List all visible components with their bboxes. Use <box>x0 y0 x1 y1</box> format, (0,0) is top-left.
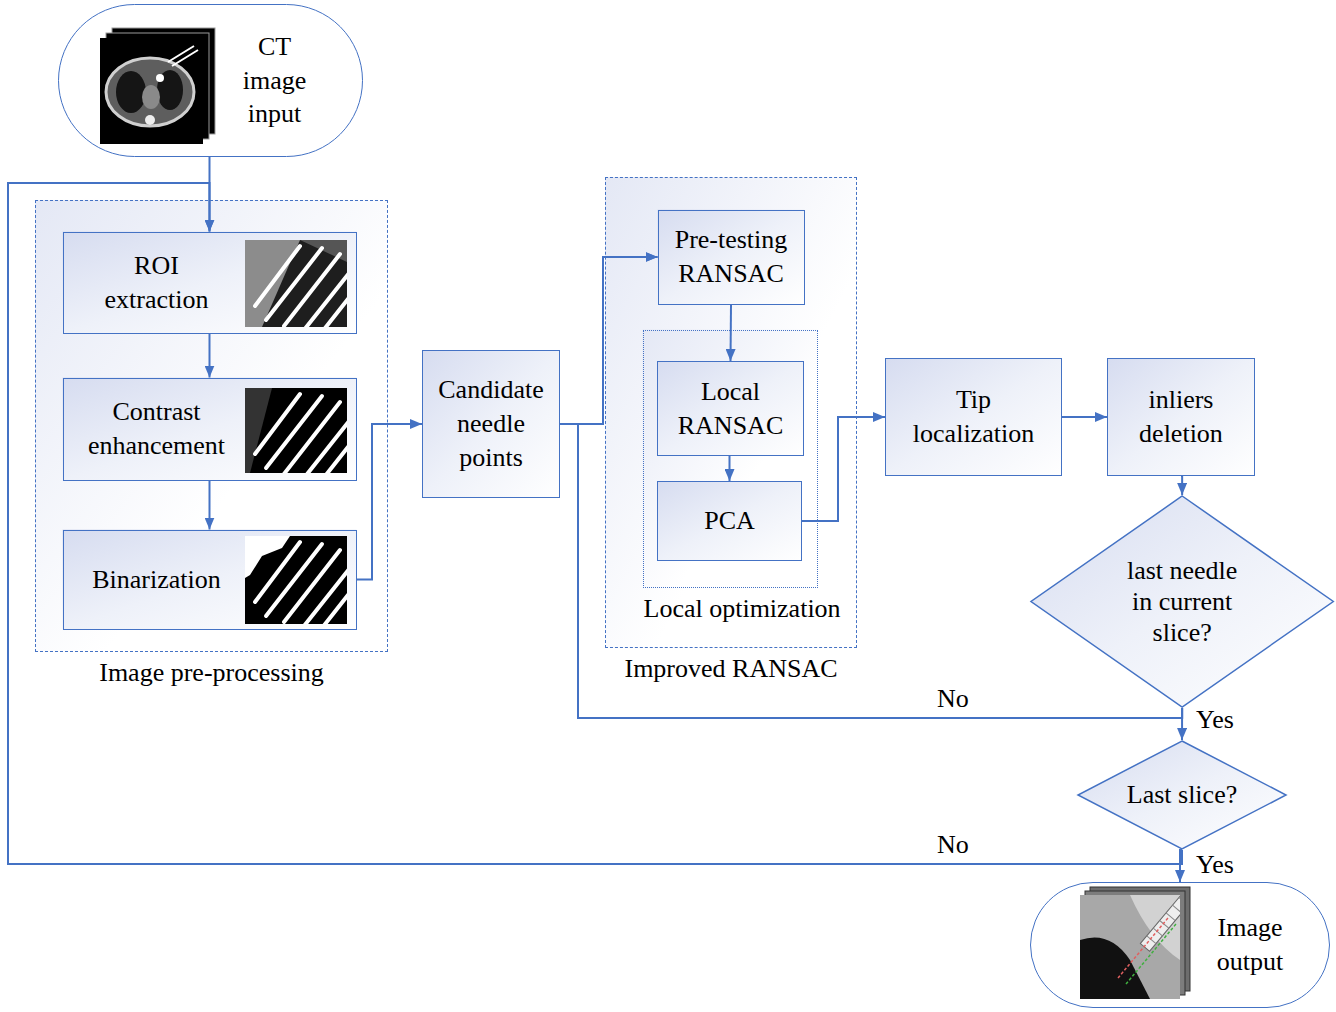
node-text: inliers deletion <box>1119 383 1244 451</box>
process-box: inliers deletion <box>1107 358 1255 476</box>
edge-label-holder: Yes <box>1194 707 1236 733</box>
process-box: Tip localization <box>885 358 1062 476</box>
node-text: Local RANSAC <box>667 375 795 443</box>
node-text: Candidate needle points <box>434 373 548 474</box>
flow-arrow <box>1062 416 1107 418</box>
process-box: Pre-testing RANSAC <box>658 210 805 305</box>
roi-thumbnail <box>245 240 347 327</box>
diamond-shape <box>1031 496 1333 707</box>
flow-arrow <box>209 481 211 530</box>
group-frame: Local RANSACPCALocal optimization <box>643 330 818 588</box>
box-fill <box>35 200 388 652</box>
flow-arrow <box>1181 476 1182 495</box>
box-fill <box>422 350 560 498</box>
box-fill <box>63 530 357 630</box>
process-box: ROI extraction <box>63 232 357 334</box>
process-box: PCA <box>657 481 802 561</box>
flow-arrow <box>209 334 211 378</box>
node-text: ROI extraction <box>97 249 217 317</box>
node-text: Tip localization <box>906 383 1041 451</box>
group-frame: Pre-testing RANSAC Local RANSAC PCA Local o… <box>605 177 857 648</box>
edge-label: No <box>935 686 971 712</box>
edge-label: Yes <box>1194 852 1236 878</box>
binarization-thumbnail <box>245 536 347 624</box>
flow-arrow <box>730 456 731 481</box>
output-slice-stack <box>1080 887 1195 999</box>
edge-label: Yes <box>1194 707 1236 733</box>
flow-arrow <box>1180 850 1182 882</box>
group-label: Improved RANSAC <box>606 652 856 686</box>
node-text: last needle in current slice? <box>1120 555 1245 649</box>
process-box: Binarization <box>63 530 357 630</box>
box-fill <box>1107 358 1255 476</box>
box-fill <box>885 358 1062 476</box>
node-text: Last slice? <box>1127 779 1237 810</box>
decision-diamond: Last slice? <box>1077 740 1287 850</box>
group-label: Image pre-processing <box>36 656 387 690</box>
flow-arrow <box>802 417 885 521</box>
flow-arrow <box>357 424 423 580</box>
flow-arrow <box>8 183 1182 864</box>
terminal-pill: Image output <box>1030 882 1330 1008</box>
process-box: Local RANSAC <box>657 361 804 456</box>
box-fill <box>658 210 805 305</box>
ct-slice-stack <box>100 28 215 144</box>
node-text: CT image input <box>235 30 315 131</box>
node-text: Contrast enhancement <box>77 395 237 463</box>
flow-arrow <box>578 257 1182 718</box>
flow-arrow <box>730 305 733 362</box>
box-fill <box>657 481 802 561</box>
node-text: Image output <box>1210 911 1290 979</box>
node-text: Pre-testing RANSAC <box>667 223 795 291</box>
diamond-shape <box>1078 741 1286 849</box>
contrast-thumbnail <box>245 388 347 473</box>
group-frame: ROI extractionContrast enhancementBinari… <box>35 200 388 652</box>
edge-label-holder: No <box>935 686 971 712</box>
group-label: Local optimization <box>644 592 817 626</box>
flow-arrow <box>1181 708 1183 740</box>
process-box: Contrast enhancement <box>63 378 357 481</box>
box-fill <box>63 378 357 481</box>
box-fill <box>63 232 357 334</box>
node-text: PCA <box>704 504 755 538</box>
node-text: Binarization <box>92 563 221 597</box>
box-fill <box>605 177 857 648</box>
edge-label-holder: Yes <box>1194 852 1236 878</box>
box-fill <box>643 330 818 588</box>
decision-diamond: last needle in current slice? <box>1030 495 1334 708</box>
box-fill <box>657 361 804 456</box>
edge-label: No <box>935 832 971 858</box>
terminal-pill: CT image input <box>58 4 363 157</box>
edge-label-holder: No <box>935 832 971 858</box>
process-box: Candidate needle points <box>422 350 560 498</box>
